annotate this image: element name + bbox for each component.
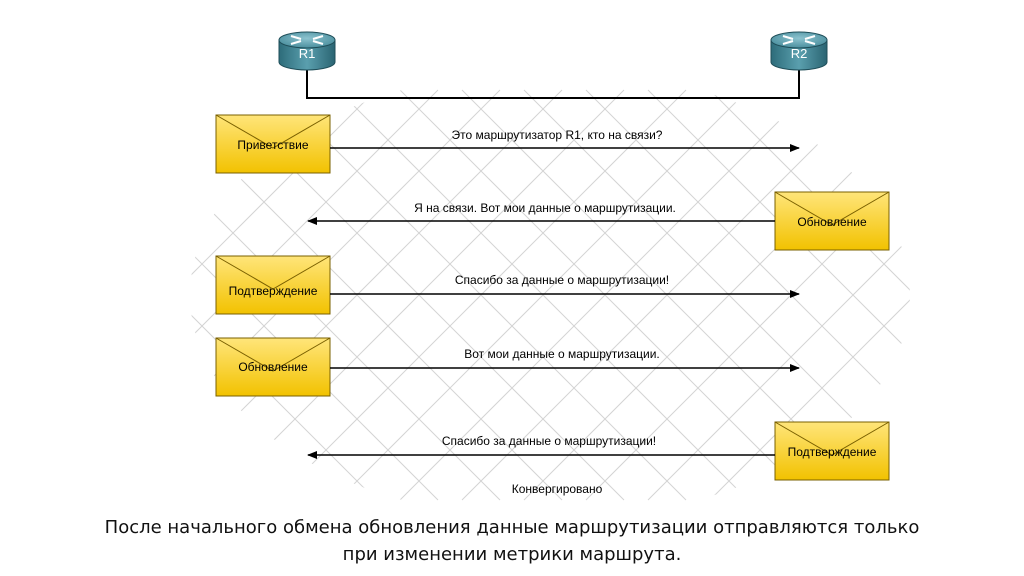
lattice-line (190, 89, 191, 501)
lattice-line (190, 89, 191, 501)
envelope-icon (774, 421, 890, 481)
router-link (306, 68, 800, 99)
lattice-line (647, 89, 910, 501)
lattice-line (895, 89, 910, 501)
lattice-line (337, 89, 749, 501)
lattice-line (190, 89, 253, 501)
router-r1: R1 (278, 31, 336, 71)
envelope-icon (215, 255, 331, 315)
caption-line-1: После начального обмена обновления данны… (104, 517, 920, 538)
message-text: Я на связи. Вот мои данные о маршрутизац… (414, 201, 676, 215)
message-update: Обновление Я на связи. Вот мои данные о … (307, 191, 890, 251)
envelope-label: Приветствие (237, 138, 308, 152)
router-label: R1 (299, 46, 316, 61)
lattice-line (709, 89, 910, 501)
router-label: R2 (791, 46, 808, 61)
envelope-label: Подтверждение (788, 445, 877, 459)
convergence-status: Конвергировано (512, 482, 603, 496)
diagram-caption: После начального обмена обновления данны… (0, 514, 1024, 568)
caption-line-2: при изменении метрики маршрута. (342, 544, 682, 565)
message-text: Это маршрутизатор R1, кто на связи? (452, 128, 663, 142)
envelope-icon (215, 337, 331, 397)
lattice-line (190, 89, 253, 501)
message-text: Спасибо за данные о маршрутизации! (455, 273, 669, 287)
envelope-icon (215, 114, 331, 174)
lattice-line (275, 89, 687, 501)
router-r2: R2 (770, 31, 828, 71)
lattice-line (895, 89, 910, 501)
envelope-label: Обновление (797, 215, 867, 229)
envelope-label: Обновление (238, 360, 308, 374)
message-text: Спасибо за данные о маршрутизации! (442, 434, 656, 448)
message-update-2: Обновление Вот мои данные о маршрутизаци… (215, 337, 800, 397)
message-hello: Приветствие Это маршрутизатор R1, кто на… (215, 114, 800, 174)
lattice-line (399, 89, 811, 501)
envelope-icon (774, 191, 890, 251)
router-arrows-icon (782, 35, 816, 45)
message-text: Вот мои данные о маршрутизации. (464, 347, 660, 361)
message-ack: Подтверждение Спасибо за данные о маршру… (215, 255, 800, 315)
lattice-line (190, 89, 377, 501)
envelope-label: Подтверждение (229, 284, 318, 298)
router-arrows-icon (290, 35, 324, 45)
message-ack-2: Подтверждение Спасибо за данные о маршру… (307, 421, 890, 481)
